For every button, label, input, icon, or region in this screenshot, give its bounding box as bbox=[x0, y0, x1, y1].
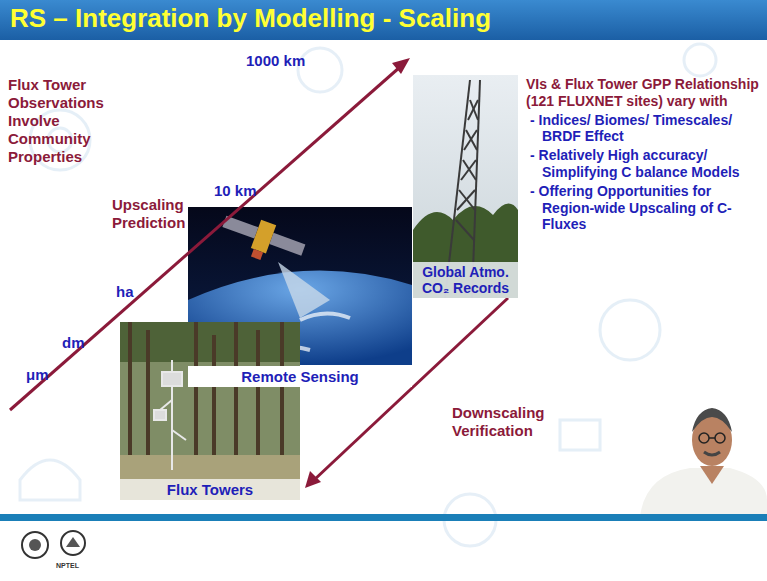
co2-tower-picture bbox=[413, 75, 518, 298]
picture-caption: Remote Sensing bbox=[188, 366, 412, 387]
watermark-icons-part bbox=[600, 300, 660, 360]
presenter-picture-part bbox=[640, 468, 767, 517]
downscaling-arrow bbox=[305, 298, 508, 488]
flux-tower-picture-part-part bbox=[160, 400, 172, 410]
downscaling-arrow-part bbox=[305, 471, 321, 488]
co2-tower-picture-part-part bbox=[456, 220, 474, 240]
title-bar bbox=[0, 0, 767, 40]
bullet-point: - Relatively High accuracy/ Simplifying … bbox=[526, 147, 764, 181]
institute-logos-part bbox=[29, 539, 41, 551]
footer-band bbox=[0, 514, 767, 521]
co2-tower-picture-part-part bbox=[461, 160, 476, 180]
logo-text: NPTEL bbox=[56, 562, 96, 570]
co2-tower-picture-part-part bbox=[464, 130, 477, 150]
flux-tower-panel: Flux Towers bbox=[120, 322, 300, 500]
scale-label: ha bbox=[116, 283, 146, 301]
side-note: Flux Tower Observations Involve Communit… bbox=[8, 76, 116, 166]
presenter-picture-part bbox=[692, 408, 732, 432]
bullet-point: - Indices/ Biomes/ Timescales/ BRDF Effe… bbox=[526, 112, 764, 146]
presenter-picture bbox=[640, 408, 767, 517]
institute-logos-part bbox=[66, 537, 80, 547]
scale-label: 10 km bbox=[214, 182, 274, 200]
flux-tower-picture-part bbox=[154, 360, 186, 470]
watermark-icons-part bbox=[20, 460, 80, 500]
co2-tower-picture-part-part bbox=[468, 100, 478, 120]
flux-tower-picture-part bbox=[120, 322, 300, 500]
remote-sensing-panel: Remote Sensing bbox=[188, 207, 412, 387]
co2-tower-picture-part bbox=[413, 204, 518, 298]
presenter-picture-part bbox=[699, 433, 725, 443]
co2-tower-picture-part-part bbox=[457, 190, 475, 210]
remote-sensing-picture-part-part bbox=[251, 220, 276, 254]
institute-logos-part bbox=[61, 531, 85, 555]
watermark-icons-part bbox=[560, 420, 600, 450]
presenter-picture-part bbox=[700, 466, 724, 484]
flux-tower-picture-part-part bbox=[162, 372, 182, 386]
flux-tower-picture-part-part bbox=[154, 410, 166, 420]
picture-caption: Global Atmo. CO₂ Records bbox=[413, 262, 518, 298]
remote-sensing-picture-part-part bbox=[251, 249, 263, 260]
flux-tower-picture-part-part bbox=[172, 430, 186, 440]
co2-tower-picture-part bbox=[413, 75, 518, 298]
presenter-picture-part-part bbox=[709, 437, 715, 439]
scale-label: dm bbox=[62, 334, 92, 352]
picture-caption: Flux Towers bbox=[120, 479, 300, 500]
presenter-picture-part bbox=[704, 452, 720, 455]
slide-title: RS – Integration by Modelling - Scaling bbox=[10, 3, 491, 34]
flux-tower-picture bbox=[120, 322, 300, 500]
remote-sensing-picture-part bbox=[278, 262, 330, 318]
downscaling-arrow-part bbox=[314, 298, 508, 480]
remote-sensing-picture-part-part bbox=[269, 233, 305, 256]
presenter-picture-part-part bbox=[699, 433, 709, 443]
institute-logos-part bbox=[22, 532, 48, 558]
institute-logos bbox=[22, 531, 85, 558]
process-label: Upscaling Prediction bbox=[112, 196, 204, 232]
presenter-picture-part-part bbox=[715, 433, 725, 443]
co2-records-panel: Global Atmo. CO₂ Records bbox=[413, 75, 518, 298]
flux-tower-picture-part bbox=[120, 455, 300, 500]
upscaling-arrow-part bbox=[392, 58, 410, 74]
upscaling-arrow-part bbox=[10, 67, 400, 410]
process-label: Downscaling Verification bbox=[452, 404, 564, 440]
bullet-point: - Offering Opportunities for Region-wide… bbox=[526, 183, 764, 233]
note-heading: VIs & Flux Tower GPP Relationship (121 F… bbox=[526, 76, 764, 110]
scale-label: μm bbox=[26, 366, 56, 384]
scale-label: 1000 km bbox=[246, 52, 326, 70]
watermark-icons-part bbox=[684, 44, 716, 76]
